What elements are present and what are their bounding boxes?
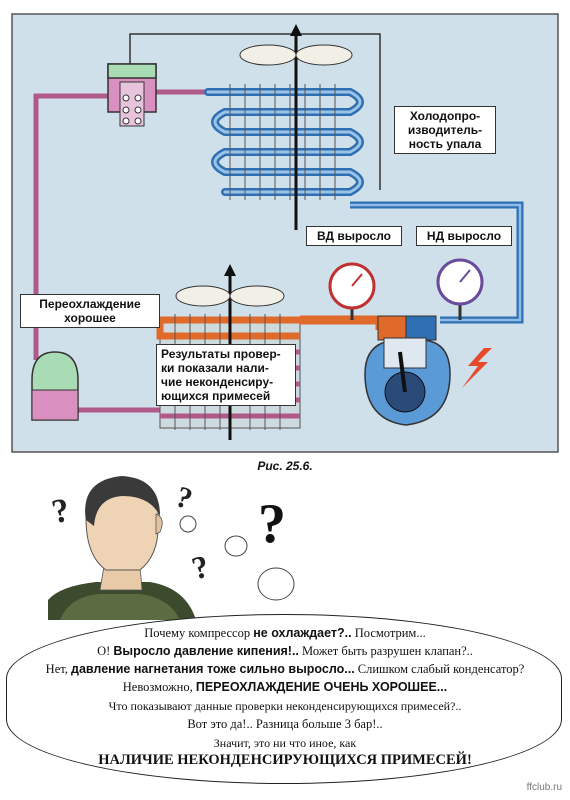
compressor	[364, 315, 451, 426]
question-mark-icon: ?	[49, 492, 73, 532]
figure-caption: Рис. 25.6.	[257, 459, 313, 473]
evaporator-fins	[229, 84, 336, 200]
lp-gauge	[436, 258, 484, 320]
dialogue-line-5: Что показывают данные проверки неконденс…	[108, 699, 462, 713]
speech-bubble	[6, 614, 562, 784]
thought-bubble	[224, 535, 248, 557]
thought-bubble	[257, 567, 295, 601]
site-watermark: ffclub.ru	[526, 782, 562, 793]
thinking-person-illustration: ? ? ? ?	[48, 476, 295, 620]
electric-icon	[462, 348, 492, 388]
question-mark-icon: ?	[258, 493, 286, 555]
label-subcooling: Переохлаждение хорошее	[20, 294, 160, 328]
dialogue-line-7: Значит, это ни что иное, как	[213, 736, 357, 750]
dialogue-line-6: Вот это да!.. Разница больше 3 бар!..	[187, 717, 383, 731]
dialogue-line-3: Нет, давление нагнетания тоже сильно выр…	[45, 662, 525, 676]
dialogue-line-2: О! Выросло давление кипения!.. Может быт…	[97, 644, 473, 658]
question-mark-icon: ?	[188, 548, 213, 587]
label-hp-up: ВД выросло	[306, 226, 402, 246]
label-cold-output: Холодопро- изводитель- ность упала	[394, 106, 496, 154]
liquid-line	[33, 93, 112, 360]
question-mark-icon: ?	[172, 480, 196, 516]
capillary-line	[129, 33, 381, 190]
dialogue-line-4: Невозможно, ПЕРЕОХЛАЖДЕНИЕ ОЧЕНЬ ХОРОШЕЕ…	[122, 680, 448, 694]
expansion-valve	[107, 63, 157, 127]
liquid-receiver	[31, 351, 79, 421]
thought-bubble	[179, 515, 197, 533]
label-lp-up: НД выросло	[416, 226, 512, 246]
dialogue-line-8: НАЛИЧИЕ НЕКОНДЕНСИРУЮЩИХСЯ ПРИМЕСЕЙ!	[98, 752, 472, 768]
label-results: Результаты провер- ки показали нали- чие…	[156, 344, 296, 406]
hp-gauge	[328, 262, 376, 320]
dialogue-line-1: Почему компрессор не охлаждает?.. Посмот…	[144, 626, 426, 640]
evaporator-fan	[239, 24, 353, 230]
person-figure	[48, 476, 196, 620]
